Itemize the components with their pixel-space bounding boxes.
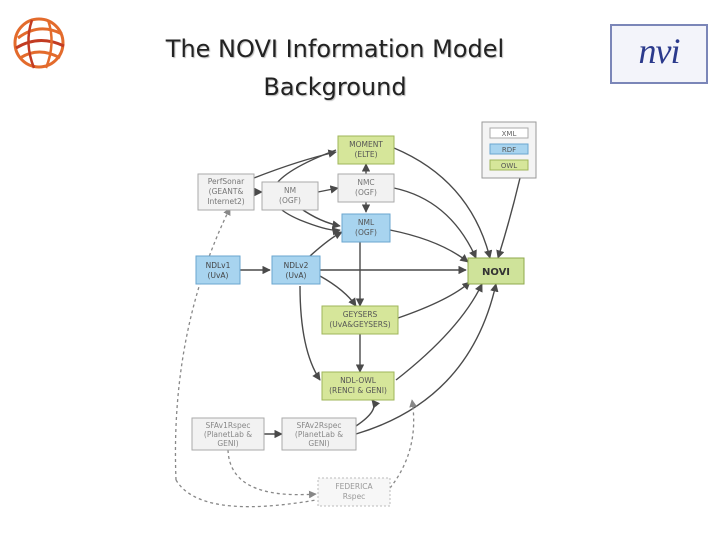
edge-moment-novi xyxy=(393,147,493,259)
edges xyxy=(240,147,521,439)
dashed-edge-federica-loop xyxy=(175,479,317,508)
node-novi-label: NOVI xyxy=(482,267,510,278)
node-nm-line1: NM xyxy=(284,186,296,195)
novi-logo: nvi xyxy=(610,24,708,84)
legend-label-owl: OWL xyxy=(501,162,517,170)
dashed-edge-sfav1-federica xyxy=(227,449,317,499)
node-ndlowl: NDL-OWL (RENCI & GENI) xyxy=(321,371,395,401)
node-perfsonar: PerfSonar (GEANT& Internet2) xyxy=(197,173,255,211)
node-geysers-line1: GEYSERS xyxy=(343,310,378,319)
edge-nmc-novi xyxy=(393,187,477,259)
title-line-1: The NOVI Information Model xyxy=(165,35,505,63)
dashed-edges xyxy=(174,207,417,508)
node-nml-line2: (OGF) xyxy=(355,228,377,237)
edge-nm-nml xyxy=(299,207,341,229)
node-ndlowl-line2: (RENCI & GENI) xyxy=(329,386,387,395)
node-federica: FEDERICA Rspec xyxy=(317,477,391,507)
node-nmc-line1: NMC xyxy=(357,178,374,187)
node-nmc: NMC (OGF) xyxy=(337,173,395,203)
node-moment-line1: MOMENT xyxy=(349,140,383,149)
node-nml-line1: NML xyxy=(358,218,375,227)
node-perfsonar-line1: PerfSonar xyxy=(208,177,245,186)
node-federica-line2: Rspec xyxy=(343,492,366,501)
edge-ndlv2-nml xyxy=(309,231,343,257)
node-nm: NM (OGF) xyxy=(261,181,319,211)
slide-title: The NOVI Information Model Background xyxy=(120,30,550,106)
node-geysers-line2: (UvA&GEYSERS) xyxy=(329,320,390,329)
edge-geysers-novi xyxy=(397,281,471,319)
edge-nm-nmc xyxy=(317,185,339,194)
node-sfav2: SFAv2Rspec (PlanetLab & GENI) xyxy=(281,417,357,451)
node-ndlv2-line1: NDLv2 xyxy=(284,261,309,270)
dashed-edge-perfsonar xyxy=(174,207,231,481)
title-line-2: Background xyxy=(263,73,407,101)
node-moment: MOMENT (ELTE) xyxy=(337,135,395,165)
edge-sfav2-novi xyxy=(355,283,499,435)
node-moment-line2: (ELTE) xyxy=(354,150,377,159)
legend-item-rdf: RDF xyxy=(489,143,529,155)
node-nm-line2: (OGF) xyxy=(279,196,301,205)
node-nml: NML (OGF) xyxy=(341,213,391,243)
edge-perfsonar-moment xyxy=(253,149,337,179)
swirl-logo-icon xyxy=(13,17,65,69)
node-ndlv1-line2: (UvA) xyxy=(208,271,229,280)
edge-ndlowl-novi xyxy=(395,283,483,381)
dashed-edge-federica-ndlowl xyxy=(389,399,417,489)
node-perfsonar-line3: Internet2) xyxy=(207,197,245,206)
node-sfav1-line1: SFAv1Rspec xyxy=(206,421,251,430)
edge-ndlv2-ndlowl xyxy=(299,285,321,381)
node-sfav1-line3: GENI) xyxy=(217,439,238,448)
node-ndlv1: NDLv1 (UvA) xyxy=(195,255,241,285)
edge-nml-novi xyxy=(389,229,469,263)
legend-label-rdf: RDF xyxy=(502,146,516,154)
edge-sfav2-ndlowl xyxy=(355,399,380,427)
node-ndlv1-line1: NDLv1 xyxy=(206,261,231,270)
node-sfav2-line3: GENI) xyxy=(308,439,329,448)
node-nmc-line2: (OGF) xyxy=(355,188,377,197)
node-ndlowl-line1: NDL-OWL xyxy=(340,376,377,385)
legend-item-owl: OWL xyxy=(489,159,529,171)
edge-legend-novi xyxy=(496,177,521,259)
edge-moment-nml-curve xyxy=(271,149,341,236)
node-ndlv2-line2: (UvA) xyxy=(286,271,307,280)
edge-ndlv2-geysers xyxy=(319,275,357,307)
node-geysers: GEYSERS (UvA&GEYSERS) xyxy=(321,305,399,335)
novi-logo-text: nvi xyxy=(638,31,681,71)
legend-item-xml: XML xyxy=(489,127,529,139)
legend-label-xml: XML xyxy=(502,130,517,138)
node-sfav2-line1: SFAv2Rspec xyxy=(297,421,342,430)
node-sfav1: SFAv1Rspec (PlanetLab & GENI) xyxy=(191,417,265,451)
node-sfav2-line2: (PlanetLab & xyxy=(295,430,343,439)
node-perfsonar-line2: (GEANT& xyxy=(209,187,244,196)
node-ndlv2: NDLv2 (UvA) xyxy=(271,255,321,285)
node-novi: NOVI xyxy=(467,257,525,285)
legend: XML RDF OWL xyxy=(481,121,537,179)
node-sfav1-line2: (PlanetLab & xyxy=(204,430,252,439)
node-federica-line1: FEDERICA xyxy=(335,482,373,491)
